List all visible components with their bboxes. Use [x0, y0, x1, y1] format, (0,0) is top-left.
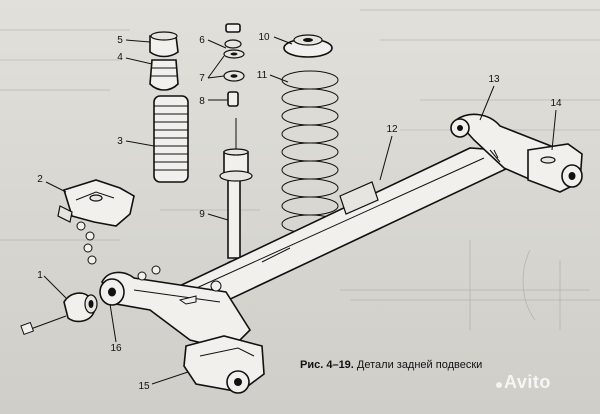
part-3-protective-boot: [153, 95, 189, 183]
avito-watermark: Avito: [496, 372, 592, 394]
beam-hardware: [137, 149, 499, 305]
figure-caption: Рис. 4–19. Детали задней подвески: [300, 359, 482, 371]
callout-numbers: 1 2 3 4 5 6 7 8 9 10 11 12 13 14 15 16: [37, 32, 562, 392]
part-16-left-trailing-arm: [99, 271, 252, 351]
callout-14: 14: [550, 98, 562, 109]
part-11-coil-spring: [281, 70, 339, 234]
part-14-right-bracket: [527, 143, 583, 193]
callout-8: 8: [199, 96, 205, 107]
part-15-left-bracket: [183, 335, 265, 394]
callout-7: 7: [199, 73, 205, 84]
figure-title: Детали задней подвески: [356, 359, 483, 371]
part-2-upper-bracket: [57, 179, 135, 265]
part-7-washers: [223, 49, 245, 82]
callout-6: 6: [199, 35, 205, 46]
part-6-nut: [224, 23, 242, 49]
callout-13: 13: [488, 74, 500, 85]
part-1-silentblock-bolt: [20, 292, 98, 336]
background-bleed-lines: [0, 9, 600, 330]
callout-3: 3: [117, 136, 123, 147]
callout-5: 5: [117, 35, 123, 46]
callout-12: 12: [386, 124, 398, 135]
callout-15: 15: [138, 381, 150, 392]
figure-number: Рис. 4–19.: [300, 359, 354, 371]
callout-2: 2: [37, 174, 43, 185]
leader-lines: [43, 36, 557, 385]
callout-9: 9: [199, 209, 205, 220]
callout-4: 4: [117, 52, 123, 63]
watermark-dot-icon: [496, 382, 502, 388]
callout-11: 11: [257, 70, 268, 81]
part-10-spring-insulator: [283, 34, 333, 58]
part-5-cap: [149, 31, 179, 58]
watermark-text: Avito: [504, 372, 551, 392]
callout-16: 16: [110, 343, 122, 354]
callout-1: 1: [37, 270, 43, 281]
part-4-bump-stop: [149, 59, 179, 91]
callout-10: 10: [258, 32, 270, 43]
part-8-bushing: [227, 91, 239, 107]
